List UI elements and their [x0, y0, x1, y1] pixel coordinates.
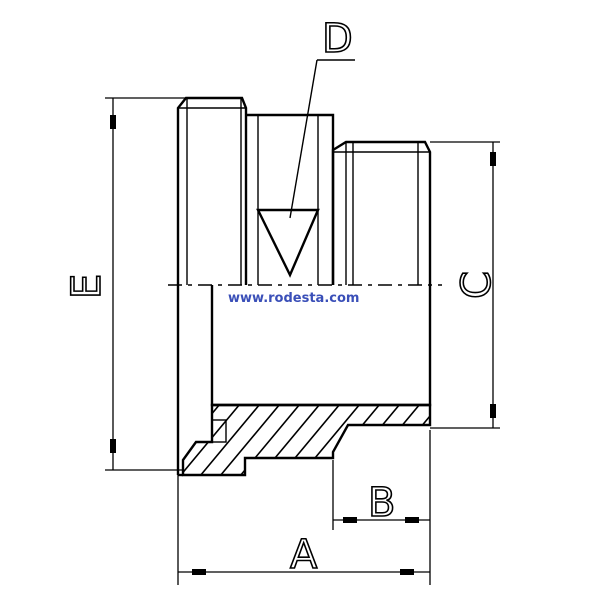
leader-line-d — [289, 59, 318, 219]
arrow-marker — [110, 439, 116, 453]
watermark-text: www.rodesta.com — [228, 291, 359, 306]
flow-arrow-triangle — [256, 208, 320, 278]
section-hatch — [181, 403, 432, 477]
arrow-marker — [490, 404, 496, 418]
arrow-marker — [110, 115, 116, 129]
label-c: C — [454, 271, 500, 299]
dimension-b: B — [332, 430, 431, 585]
arrow-marker — [400, 569, 414, 575]
section-outline — [181, 403, 432, 477]
label-d: D — [322, 16, 353, 62]
label-b: B — [368, 480, 395, 526]
label-a: A — [290, 532, 318, 578]
hex-section — [246, 113, 335, 285]
dimension-a: A — [177, 475, 430, 585]
label-e: E — [64, 274, 110, 299]
arrow-marker — [192, 569, 206, 575]
groove-detail — [211, 419, 227, 443]
dimension-c: C — [430, 141, 501, 429]
arrow-marker — [343, 517, 357, 523]
small-thread-section — [331, 140, 432, 285]
flow-arrow: D — [256, 15, 355, 278]
dimension-e: E — [63, 97, 186, 471]
fitting-outline — [176, 96, 432, 477]
large-thread-section — [176, 96, 248, 285]
arrow-marker — [490, 152, 496, 166]
arrow-marker — [405, 517, 419, 523]
